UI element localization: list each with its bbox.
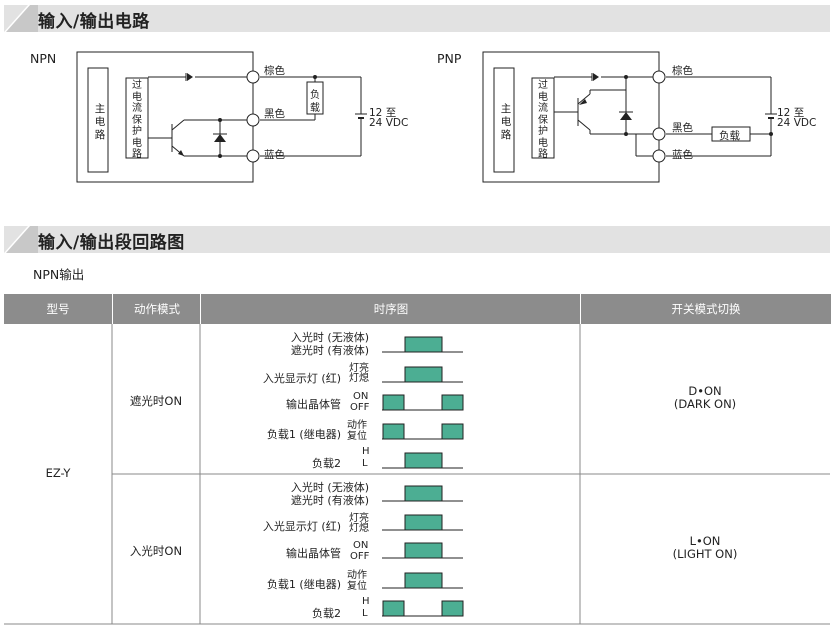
npn-main-circuit-label: 主电路 [94,103,106,141]
waveform-light-dark [382,485,463,502]
waveform-load2 [382,452,463,469]
npn-brown-label: 棕色 [264,65,285,77]
pnp-supply-line1: 12 至 [777,107,805,119]
timing-row-label-load2: 负载2 [312,607,341,620]
timing-row-label-transistor: 输出晶体管 [286,547,341,560]
state-bottom: OFF [350,551,370,562]
npn-circuit-diagram [76,51,367,183]
switch-cell-light-on: L•ON(LIGHT ON) [580,535,830,561]
timing-row-label-light-dark: 入光时 (无液体)遮光时 (有液体) [290,481,369,507]
timing-row-label-light-dark: 入光时 (无液体)遮光时 (有液体) [290,331,369,357]
section-header-circuit: 输入/输出电路 [4,5,830,32]
pnp-label: PNP [437,51,462,66]
state-top: 灯亮 [349,363,369,374]
npn-label: NPN [30,51,57,66]
timing-row-label-indicator: 入光显示灯 (红) [262,520,341,533]
waveform-transistor [382,394,464,411]
timing-row-label-indicator: 入光显示灯 (红) [262,372,341,385]
waveform-indicator [382,514,463,531]
timing-row-label-load1: 负载1 (继电器) [266,578,341,591]
section-slant-decoration [4,226,38,253]
pnp-black-label: 黑色 [672,122,693,134]
table-header-timing: 时序图 [200,294,581,324]
pnp-blue-label: 蓝色 [672,149,693,161]
waveform-load1 [382,423,464,440]
pnp-load-label: 负载 [719,130,740,142]
table-header-model: 型号 [4,294,112,324]
state-bottom: 复位 [347,431,367,442]
pnp-protection-label: 过电流保护电路 [538,80,548,160]
waveform-transistor [382,542,463,559]
state-bottom: L [362,458,368,469]
pnp-supply-line2: 24 VDC [777,117,817,129]
section-title: 输入/输出电路 [38,12,150,32]
timing-row-label-load1: 负载1 (继电器) [266,428,341,441]
timing-row-label-transistor: 输出晶体管 [286,398,341,411]
waveform-load1 [382,572,463,589]
state-top: H [362,446,370,457]
waveform-light-dark [382,336,463,353]
mode-cell-light-on: 入光时ON [129,544,183,558]
switch-line2: (LIGHT ON) [672,547,738,561]
state-bottom: OFF [350,402,370,413]
state-top: 动作 [347,420,367,431]
table-header-mode: 动作模式 [112,294,201,324]
pnp-main-circuit-label: 主电路 [500,103,512,141]
switch-cell-dark-on: D•ON(DARK ON) [580,385,830,411]
mode-cell-dark-on: 遮光时ON [129,394,183,408]
state-bottom: 复位 [347,581,367,592]
model-cell: EZ-Y [45,466,71,480]
state-top: ON [353,391,369,402]
switch-line1: L•ON [689,534,721,548]
state-top: ON [353,540,369,551]
npn-blue-label: 蓝色 [264,149,285,161]
switch-line1: D•ON [688,384,722,398]
section-header-timing: 输入/输出段回路图 [4,226,830,253]
npn-load-label: 负载 [310,90,320,114]
output-type-label: NPN输出 [33,267,85,282]
state-bottom: 灯熄 [349,373,369,384]
table-header-switch: 开关模式切换 [580,294,831,324]
npn-supply-line2: 24 VDC [369,117,409,129]
npn-black-label: 黑色 [264,108,285,120]
timing-row-label-load2: 负载2 [312,457,341,470]
npn-protection-label: 过电流保护电路 [132,80,142,160]
switch-line2: (DARK ON) [673,397,737,411]
state-top: 动作 [347,570,367,581]
state-bottom: 灯熄 [349,523,369,534]
npn-supply-line1: 12 至 [369,107,397,119]
state-top: H [362,596,370,607]
pnp-brown-label: 棕色 [672,65,693,77]
pnp-circuit-diagram [482,51,777,183]
state-bottom: L [362,608,368,619]
state-top: 灯亮 [349,513,369,524]
section-slant-decoration [4,5,38,32]
section-title: 输入/输出段回路图 [38,233,185,253]
waveform-indicator [382,366,463,383]
waveform-load2 [382,600,464,617]
